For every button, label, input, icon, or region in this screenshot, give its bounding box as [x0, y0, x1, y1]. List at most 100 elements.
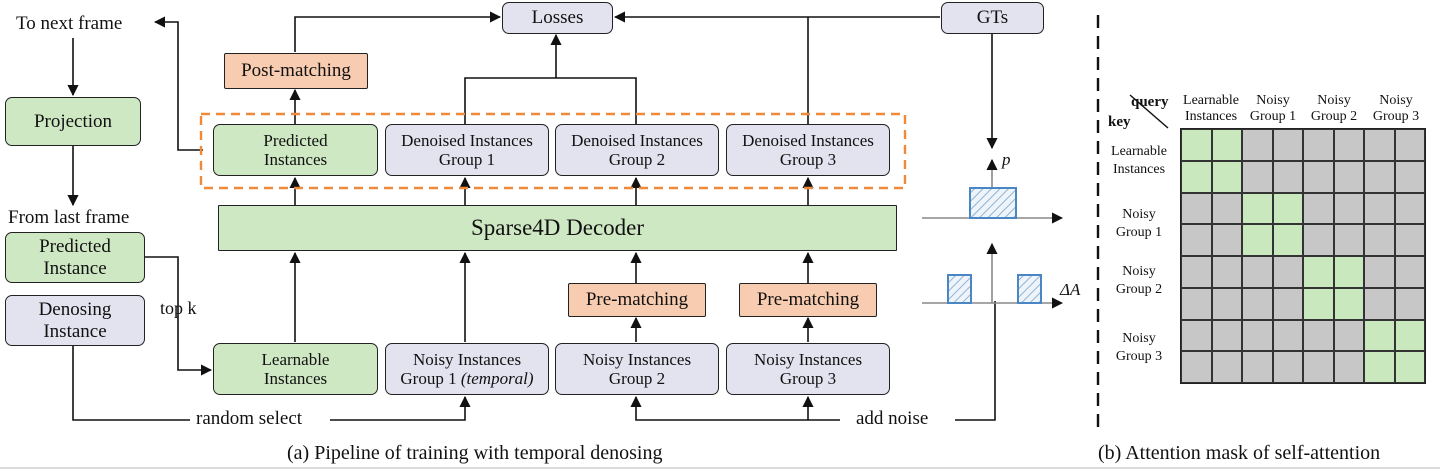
- row-header-learnable-line2: Instances: [1112, 162, 1166, 178]
- arrow-postmatch-losses: [294, 11, 502, 52]
- pre-matching-group3-box: Pre-matching: [739, 283, 877, 317]
- mask-cell-visible: [1272, 224, 1303, 256]
- mask-cell-visible: [1364, 319, 1395, 352]
- denosing-instance-box: Denosing Instance: [5, 295, 145, 346]
- output-group-outline: [199, 112, 907, 190]
- projection-label: Projection: [33, 110, 113, 132]
- mask-cell-masked: [1211, 224, 1242, 256]
- col-header-learnable: Learnable Instances: [1180, 93, 1242, 125]
- mask-cell-masked: [1333, 224, 1364, 256]
- row-header-noisy3: Noisy Group 3: [1104, 330, 1174, 366]
- col-header-noisy1-line1: Noisy: [1256, 93, 1290, 108]
- mask-cell-masked: [1333, 129, 1364, 161]
- predicted-instance-line1: Predicted: [39, 236, 111, 258]
- line-random-select-left: [72, 346, 190, 421]
- col-header-learnable-line1: Learnable: [1183, 93, 1239, 108]
- line-add-noise-right: [955, 301, 996, 421]
- col-header-learnable-line2: Instances: [1184, 109, 1238, 125]
- mask-cell-visible: [1364, 351, 1395, 383]
- row-header-noisy2: Noisy Group 2: [1104, 263, 1174, 299]
- noisy-group1-box: Noisy Instances Group 1 (temporal): [385, 343, 549, 395]
- mask-cell-masked: [1394, 224, 1425, 256]
- noisy-group1-temporal-text: (temporal): [460, 369, 534, 388]
- predicted-instance-line2: Instance: [43, 257, 107, 279]
- mask-cell-masked: [1181, 224, 1212, 256]
- noisy-group1-line2: Group 1 (temporal): [400, 369, 533, 388]
- mask-cell-masked: [1272, 319, 1303, 352]
- denoised-group3-line1: Denoised Instances: [742, 130, 874, 150]
- mask-cell-visible: [1211, 160, 1242, 193]
- denoised-group1-line1: Denoised Instances: [401, 130, 533, 150]
- mask-cell-masked: [1364, 287, 1395, 320]
- row-header-noisy2-line1: Noisy: [1122, 264, 1156, 279]
- pre-matching-group2-box: Pre-matching: [568, 283, 706, 317]
- mask-cell-masked: [1303, 160, 1334, 193]
- row-header-learnable: Learnable Instances: [1104, 143, 1174, 179]
- mask-cell-masked: [1272, 351, 1303, 383]
- col-header-noisy3: Noisy Group 3: [1365, 93, 1427, 125]
- from-last-frame-label: From last frame: [8, 207, 130, 228]
- mask-cell-masked: [1242, 351, 1273, 383]
- sparse4d-decoder-box: Sparse4D Decoder: [218, 205, 897, 251]
- post-matching-box: Post-matching: [224, 53, 368, 89]
- predicted-instances-line1: Predicted: [263, 130, 328, 150]
- mask-cell-masked: [1181, 256, 1212, 288]
- mask-cell-masked: [1394, 160, 1425, 193]
- row-header-learnable-line1: Learnable: [1111, 144, 1167, 159]
- mask-cell-masked: [1211, 256, 1242, 288]
- denoised-group3-line2: Group 3: [779, 150, 837, 169]
- decoder-label: Sparse4D Decoder: [470, 215, 645, 241]
- mask-cell-masked: [1333, 351, 1364, 383]
- mask-cell-masked: [1364, 256, 1395, 288]
- mask-cell-masked: [1211, 192, 1242, 225]
- mask-cell-masked: [1211, 319, 1242, 352]
- mask-cell-masked: [1394, 287, 1425, 320]
- noisy-group3-box: Noisy Instances Group 3: [726, 343, 890, 395]
- noise-distribution-plot: [922, 242, 1064, 309]
- losses-label: Losses: [531, 7, 584, 29]
- random-select-label: random select: [196, 408, 303, 429]
- denoised-group3-box: Denoised Instances Group 3: [726, 124, 890, 176]
- mask-cell-masked: [1242, 160, 1273, 193]
- mask-cell-visible: [1181, 160, 1212, 193]
- key-label: key: [1108, 114, 1131, 130]
- p-axis-label: p: [1002, 150, 1011, 169]
- mask-cell-visible: [1394, 351, 1425, 383]
- mask-cell-masked: [1303, 319, 1334, 352]
- add-noise-label: add noise: [856, 408, 929, 429]
- mask-cell-masked: [1242, 129, 1273, 161]
- noisy-group3-line2: Group 3: [779, 369, 837, 388]
- mask-cell-masked: [1211, 351, 1242, 383]
- noisy-group2-line1: Noisy Instances: [582, 349, 692, 369]
- noisy-group1-group-text: Group 1: [400, 369, 457, 388]
- denoised-group2-box: Denoised Instances Group 2: [555, 124, 719, 176]
- mask-cell-visible: [1181, 129, 1212, 161]
- mask-cell-masked: [1333, 192, 1364, 225]
- delta-a-axis-label: ΔA: [1060, 280, 1081, 299]
- query-label: query: [1131, 94, 1169, 110]
- row-header-noisy1: Noisy Group 1: [1104, 206, 1174, 242]
- mask-cell-masked: [1272, 287, 1303, 320]
- denoised-group2-line2: Group 2: [608, 150, 666, 169]
- mask-cell-masked: [1364, 192, 1395, 225]
- mask-cell-masked: [1394, 256, 1425, 288]
- mask-cell-visible: [1394, 319, 1425, 352]
- mask-cell-masked: [1303, 192, 1334, 225]
- predicted-instances-box: Predicted Instances: [213, 124, 378, 176]
- arrow-add-noise-2: [630, 395, 840, 421]
- mask-cell-masked: [1303, 224, 1334, 256]
- mask-cell-masked: [1394, 192, 1425, 225]
- mask-cell-masked: [1211, 287, 1242, 320]
- caption-a: (a) Pipeline of training with temporal d…: [287, 442, 663, 464]
- learnable-instances-line2: Instances: [263, 369, 328, 388]
- mask-cell-masked: [1364, 129, 1395, 161]
- row-header-noisy2-line2: Group 2: [1115, 282, 1163, 298]
- mask-cell-visible: [1242, 192, 1273, 225]
- row-header-noisy1-line1: Noisy: [1122, 207, 1156, 222]
- post-matching-label: Post-matching: [241, 60, 351, 82]
- mask-cell-visible: [1333, 256, 1364, 288]
- mask-cell-masked: [1303, 129, 1334, 161]
- attention-mask-grid: [1180, 128, 1426, 384]
- col-header-noisy1: Noisy Group 1: [1242, 93, 1304, 125]
